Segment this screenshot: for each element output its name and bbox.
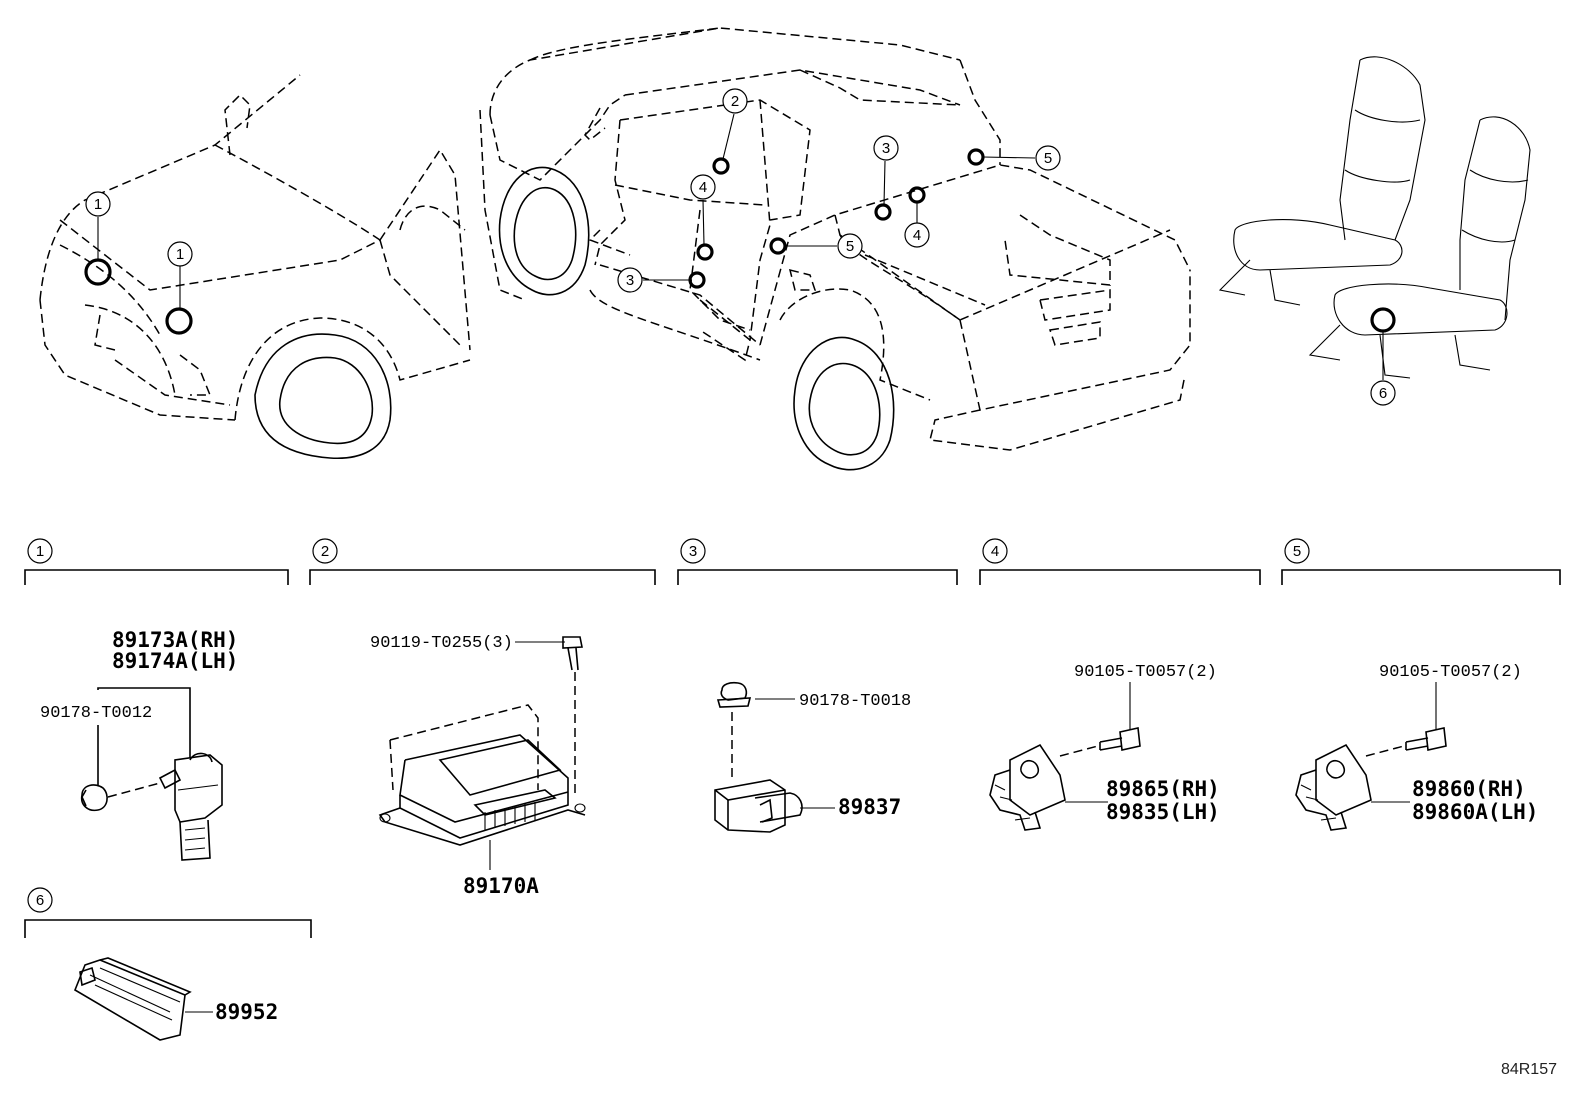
location-dot-2 xyxy=(712,157,730,175)
part-89952: 89952 xyxy=(215,1000,278,1024)
callout-1a: 1 xyxy=(94,196,102,213)
section-4-parts: 90105-T0057(2) 89865(RH) 89835(LH) xyxy=(989,663,1220,831)
section-1-parts: 89173A(RH) 89174A(LH) 90178-T0012 xyxy=(40,628,238,861)
part-89835-LH: 89835(LH) xyxy=(1106,800,1220,824)
location-dot-3a xyxy=(874,203,892,221)
seats-illustration xyxy=(1218,56,1531,379)
location-dot-5a xyxy=(967,148,985,166)
callout-4b: 4 xyxy=(913,227,921,244)
section-6-parts: 89952 xyxy=(74,957,278,1041)
location-dot-5b xyxy=(769,237,787,255)
section-headers: 1 2 3 4 5 6 xyxy=(24,538,1561,938)
callout-2: 2 xyxy=(731,93,739,110)
vehicle-pickup-illustration xyxy=(479,27,1191,471)
section-3-number: 3 xyxy=(689,543,697,560)
part-89173A-RH: 89173A(RH) xyxy=(112,628,238,652)
callout-6: 6 xyxy=(1379,385,1387,402)
section-5-parts: 90105-T0057(2) 89860(RH) 89860A(LH) xyxy=(1295,663,1538,831)
location-dot-1b xyxy=(165,307,193,335)
callout-3a: 3 xyxy=(882,140,890,157)
section-4-number: 4 xyxy=(991,543,999,560)
part-89174A-LH: 89174A(LH) xyxy=(112,649,238,673)
part-89837: 89837 xyxy=(838,795,901,819)
location-dot-6 xyxy=(1370,307,1396,333)
part-90178-T0018: 90178-T0018 xyxy=(799,692,911,711)
callout-labels: 1 1 2 3 3 4 4 5 5 6 xyxy=(85,88,1396,406)
part-90178-T0012: 90178-T0012 xyxy=(40,704,152,723)
part-90105-T0057-s5: 90105-T0057(2) xyxy=(1379,663,1522,682)
part-90119-T0255: 90119-T0255(3) xyxy=(370,634,513,653)
section-2-parts: 90119-T0255(3) 89170A xyxy=(370,634,586,898)
callout-5b: 5 xyxy=(846,238,854,255)
location-dot-4a xyxy=(696,243,714,261)
location-dot-4b xyxy=(908,186,926,204)
part-89865-RH: 89865(RH) xyxy=(1106,777,1220,801)
part-89860-RH: 89860(RH) xyxy=(1412,777,1526,801)
section-5-number: 5 xyxy=(1293,543,1301,560)
callout-1b: 1 xyxy=(176,246,184,263)
location-dot-1a xyxy=(84,258,112,286)
section-1-number: 1 xyxy=(36,543,44,560)
vehicle-front-illustration xyxy=(39,74,471,460)
callout-leaders xyxy=(97,113,1384,380)
section-2-number: 2 xyxy=(321,543,329,560)
callout-3b: 3 xyxy=(626,272,634,289)
part-89170A: 89170A xyxy=(463,874,539,898)
diagram-code: 84R157 xyxy=(1501,1061,1557,1078)
part-89860A-LH: 89860A(LH) xyxy=(1412,800,1538,824)
section-6-number: 6 xyxy=(36,892,44,909)
section-3-parts: 90178-T0018 89837 xyxy=(714,681,911,833)
callout-4a: 4 xyxy=(699,179,707,196)
location-dot-3b xyxy=(688,271,706,289)
location-markers xyxy=(84,148,1396,335)
part-90105-T0057-s4: 90105-T0057(2) xyxy=(1074,663,1217,682)
callout-5a: 5 xyxy=(1044,150,1052,167)
